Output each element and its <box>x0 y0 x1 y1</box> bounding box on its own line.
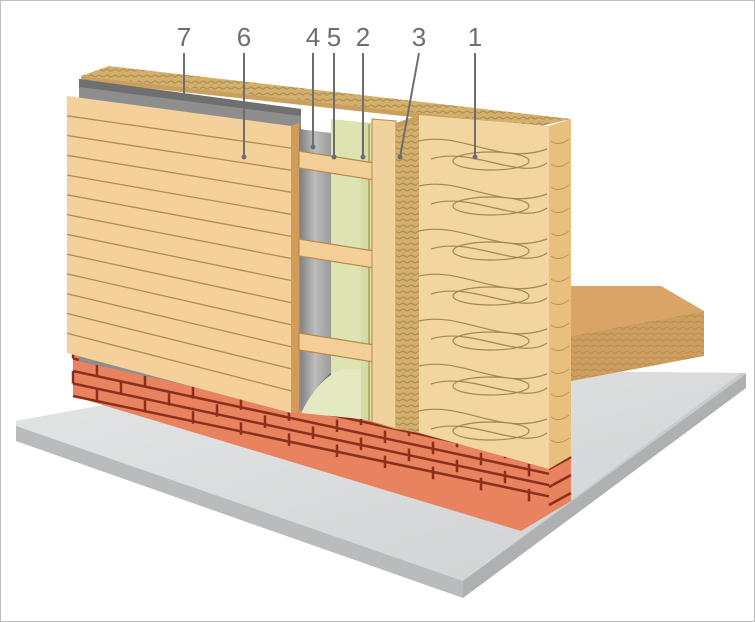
callout-7: 7 <box>177 22 191 100</box>
grain-line <box>550 161 570 168</box>
callout-2: 2 <box>356 22 370 160</box>
mortar-course <box>548 455 572 471</box>
mortar-course <box>72 382 550 487</box>
callout-number: 6 <box>237 22 251 52</box>
callout-1: 1 <box>468 22 482 160</box>
callout-4: 4 <box>306 22 320 150</box>
board-seam <box>66 273 292 326</box>
board-seam <box>66 213 292 260</box>
floor-slab <box>549 286 704 381</box>
grain-line <box>550 276 570 283</box>
callout-6: 6 <box>237 22 251 160</box>
grain-line <box>418 408 548 425</box>
board-seam <box>66 312 292 370</box>
grain-line <box>550 391 570 398</box>
grain-line <box>430 200 548 214</box>
grain-knot <box>452 286 530 306</box>
grain-line <box>550 253 570 260</box>
callout-number: 5 <box>327 22 341 52</box>
board-seam <box>66 134 292 171</box>
grain-line <box>550 345 570 352</box>
grain-knot <box>452 151 530 171</box>
board-seam <box>66 293 292 348</box>
grain-knot <box>452 331 530 351</box>
grain-knot <box>452 241 530 261</box>
callout-5: 5 <box>327 22 341 160</box>
main-wall-panel <box>418 115 571 469</box>
battens <box>298 150 394 366</box>
board-seam <box>66 233 292 282</box>
grain-line <box>430 425 548 439</box>
grain-line <box>550 322 570 329</box>
callout-number: 7 <box>177 22 191 52</box>
callout-number: 3 <box>412 22 426 52</box>
grain-line <box>550 299 570 306</box>
mortar-course <box>72 394 550 498</box>
callout-dot <box>472 154 478 160</box>
cladding-boards <box>66 96 299 413</box>
panel-edge <box>396 115 419 433</box>
grain-line <box>418 363 548 380</box>
board-seam <box>66 332 292 392</box>
callout-3: 3 <box>397 22 426 160</box>
grain-line <box>550 414 570 421</box>
board-seam <box>66 174 292 215</box>
mortar-course <box>548 491 572 507</box>
grain-line <box>418 318 548 335</box>
grain-line <box>430 245 548 259</box>
callout-dot <box>181 94 187 100</box>
grain-line <box>430 335 548 349</box>
grain-line <box>418 273 548 290</box>
callout-dot <box>241 154 247 160</box>
board-seam <box>66 253 292 304</box>
callout-dot <box>331 154 337 160</box>
board-seam <box>66 154 292 193</box>
mortar-course <box>548 473 572 489</box>
grain-line <box>550 437 570 444</box>
callout-dot <box>310 144 316 150</box>
callout-leader-line <box>399 52 420 158</box>
grain-line <box>550 184 570 191</box>
grain-line <box>418 183 548 200</box>
grain-line <box>550 207 570 214</box>
grain-knot <box>452 196 530 216</box>
grain-line <box>418 138 548 155</box>
callout-number: 2 <box>356 22 370 52</box>
grain-line <box>550 368 570 375</box>
grain-line <box>550 230 570 237</box>
grain-line <box>430 155 548 169</box>
mortar-course <box>72 369 550 476</box>
grain-line <box>430 290 548 304</box>
callout-number: 1 <box>468 22 482 52</box>
callout-dot <box>360 154 366 160</box>
grain-line <box>418 228 548 245</box>
board-seam <box>66 115 292 149</box>
grain-line <box>430 380 548 394</box>
vertical-stud <box>371 118 397 430</box>
grain-knot <box>452 376 530 396</box>
board-seam <box>66 194 292 238</box>
callout-dot <box>397 154 403 160</box>
callout-number: 4 <box>306 22 320 52</box>
grain-line <box>550 138 570 145</box>
grain-knot <box>452 421 530 441</box>
